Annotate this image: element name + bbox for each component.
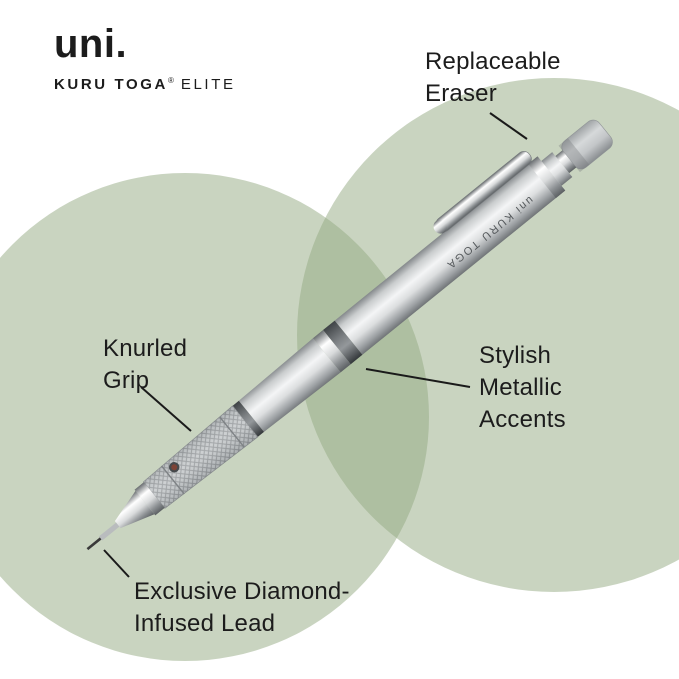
callout-replaceable-eraser: Replaceable Eraser [425, 46, 561, 110]
product-line: ELITE [180, 76, 236, 93]
uni-logo: uni. [54, 22, 128, 66]
callout-line: Accents [479, 405, 566, 433]
push-button-collar [541, 152, 573, 186]
lead-sleeve [98, 522, 120, 541]
clip-hub-band [528, 156, 566, 199]
leader-line-accents [365, 368, 471, 388]
upper-barrel [334, 156, 566, 355]
leader-line-grip [140, 386, 192, 432]
callout-line: Grip [103, 366, 150, 394]
accent-dark-band [323, 320, 363, 365]
accent-chrome-ring [312, 330, 351, 373]
grip-groove [219, 416, 245, 448]
grip-top-ring [232, 400, 264, 437]
callout-line: Infused Lead [134, 609, 276, 637]
lower-barrel [238, 338, 341, 432]
callout-diamond-infused-lead: Exclusive Diamond- Infused Lead [134, 576, 350, 640]
brand-block: uni. KURU TOGA® ELITE [54, 24, 236, 93]
callout-line: Knurled [103, 335, 188, 362]
callout-line: Stylish [479, 342, 552, 369]
leader-line-eraser [489, 112, 528, 140]
product-name: KURU TOGA [54, 76, 168, 93]
eraser-neck [555, 150, 577, 174]
callout-knurled-grip: Knurled Grip [103, 333, 187, 397]
eraser-cap-band [558, 138, 590, 173]
pencil: uni KURU TOGA [86, 119, 613, 551]
callout-line: Exclusive Diamond- [134, 578, 350, 605]
background-circle-left [0, 173, 429, 661]
pencil-lead [86, 537, 102, 551]
pocket-clip-ball [433, 219, 447, 234]
grip-indicator-dot [171, 464, 178, 471]
tip-cone [114, 490, 155, 529]
knurled-grip-shading [143, 405, 258, 509]
callout-line: Metallic [479, 373, 562, 401]
callout-line: Eraser [425, 79, 497, 107]
registered-mark: ® [167, 76, 174, 85]
callout-metallic-accents: Stylish Metallic Accents [479, 340, 566, 436]
tip-chrome-step [134, 482, 165, 516]
leader-line-lead [103, 549, 130, 578]
grip-groove [161, 465, 185, 495]
product-title: KURU TOGA® ELITE [54, 76, 236, 93]
callout-line: Replaceable [425, 48, 561, 75]
